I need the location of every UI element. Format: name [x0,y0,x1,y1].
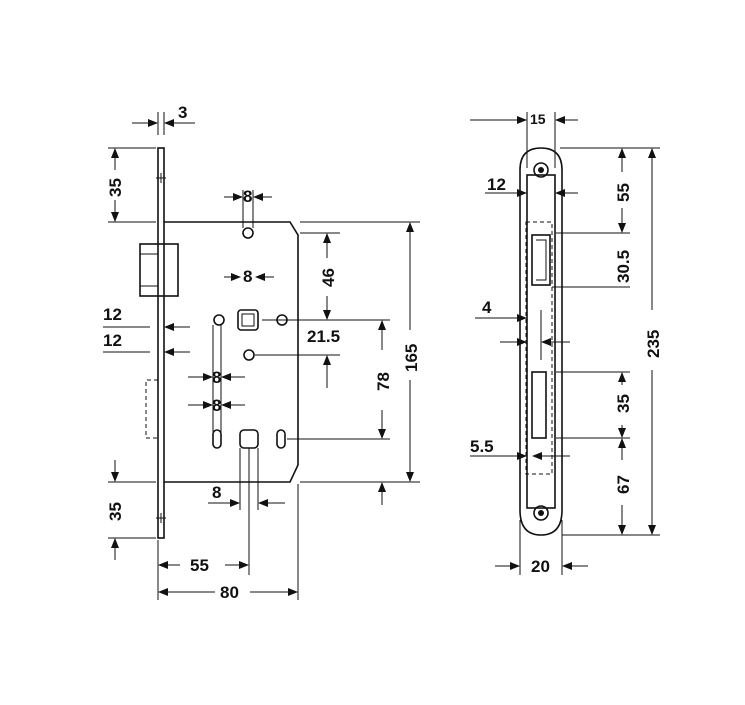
side-screw-top-core [538,167,544,173]
dim-top-to-spindle: 46 [319,268,338,287]
dim-bottom-to-bolt: 67 [614,475,633,494]
faceplate [157,147,165,539]
side-faceplate-outline [519,147,563,536]
deadbolt-hidden [145,379,158,439]
dim-spindle-to-hole: 21.5 [307,327,340,346]
dim-hole-width-mid: 8 [243,267,252,286]
dim-screw-offset: 12 [487,175,506,194]
dim-hole-width-bottom: 8 [212,483,221,502]
latch-bolt [139,243,179,297]
dim-gap: 4 [482,298,492,317]
dim-top-to-body: 35 [106,178,125,197]
side-latch-window-detail [536,239,547,281]
side-body-hidden [525,221,553,475]
slot-right [276,429,286,449]
dim-backset: 55 [190,556,209,575]
dim-top-to-latch: 55 [614,183,633,202]
faceplate-screw-top [156,173,166,183]
front-view: 3 35 8 8 12 12 8 8 8 [103,103,421,602]
spindle-square [237,309,259,331]
key-square [239,429,259,449]
dim-overall-width: 20 [531,557,550,576]
dim-spindle-to-key: 78 [374,372,393,391]
dim-body-height: 165 [402,344,421,372]
side-latch-window [531,234,551,286]
dim-latch-offset-b: 12 [103,331,122,350]
dim-hole-width-b: 8 [212,396,221,415]
dim-bottom-offset: 5.5 [470,437,494,456]
dim-bolt-height: 35 [614,394,633,413]
hole-top [242,227,254,239]
slot-left [212,429,222,449]
latch-bolt-detail [140,253,158,287]
dim-hole-width-a: 8 [212,368,221,387]
dim-hole-width-top: 8 [243,187,252,206]
hole-spindle-left [213,314,225,326]
side-view: 15 12 55 30.5 4 35 5.5 67 [470,111,663,576]
dim-latch-offset-a: 12 [103,305,122,324]
dim-plate-width: 15 [530,111,546,127]
dim-faceplate-thickness: 3 [178,103,187,122]
side-screw-bottom [533,505,549,521]
spindle-square-inner [241,313,255,327]
hole-mid [243,349,255,361]
faceplate-screw-bottom [156,513,166,523]
slot-guide-left [212,325,222,440]
side-screw-bottom-core [538,510,544,516]
dim-latch-height: 30.5 [614,250,633,283]
dim-body-depth: 80 [220,583,239,602]
dim-total-height: 235 [644,330,663,358]
dim-bottom-to-body: 35 [106,502,125,521]
lock-body-outline [164,221,299,483]
side-screw-top [533,162,549,178]
side-bolt-window [531,371,547,439]
